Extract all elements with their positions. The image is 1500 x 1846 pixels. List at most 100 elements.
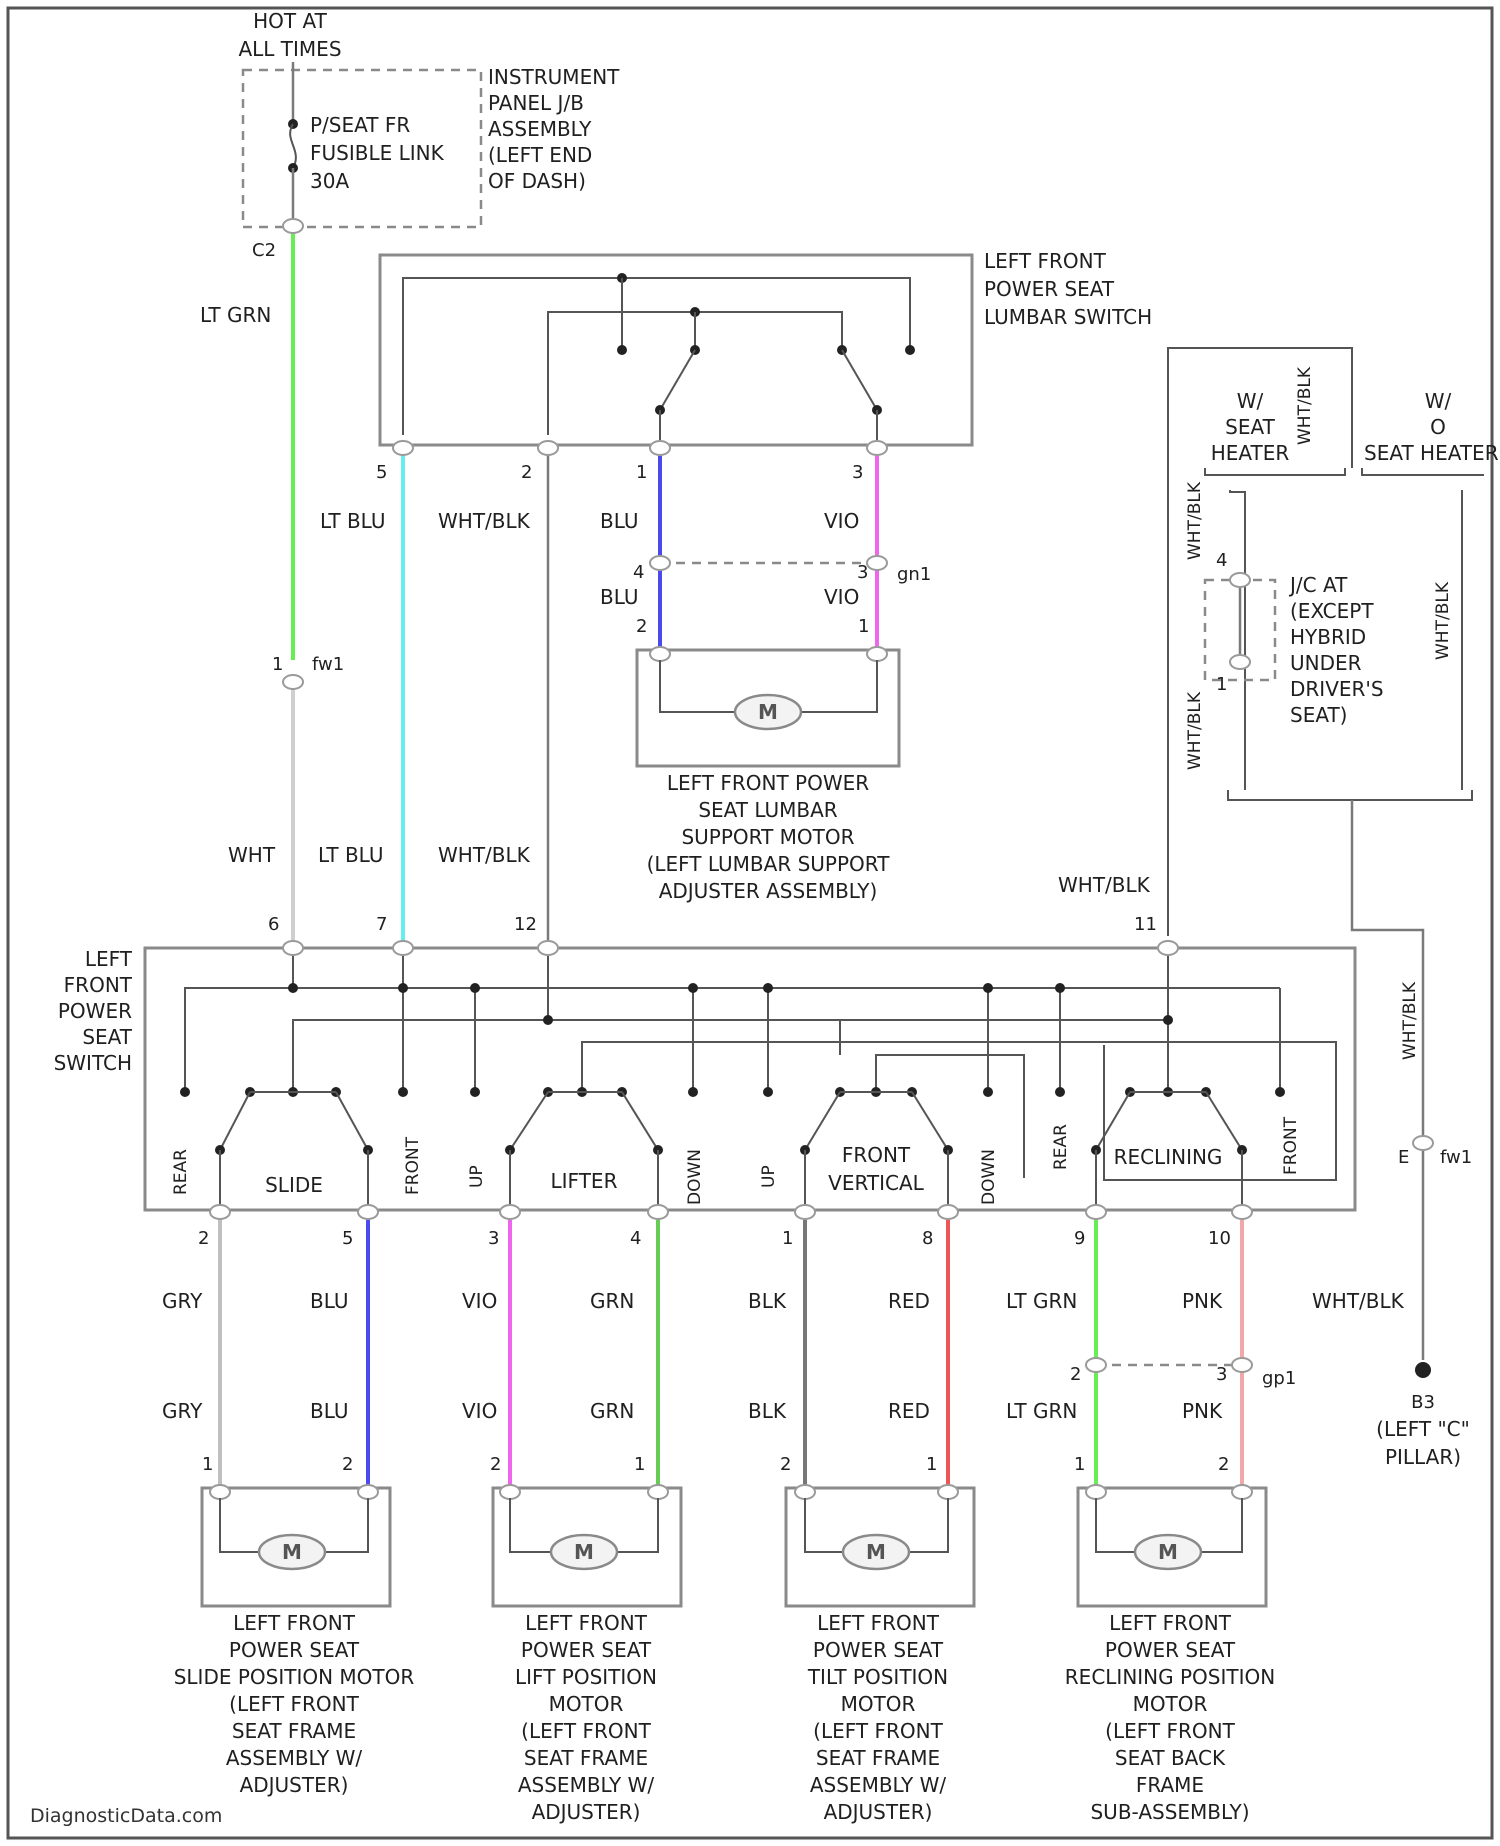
motor-lift-label-4: MOTOR xyxy=(549,1692,624,1716)
wire-label-lt-grn-recline-2: LT GRN xyxy=(1006,1399,1077,1423)
wo-heater-2: O xyxy=(1430,415,1446,439)
motor-lift-pin-a: 2 xyxy=(490,1454,501,1475)
fw1-label-top: fw1 xyxy=(312,654,344,675)
wire-label-lt-blu-top: LT BLU xyxy=(320,509,385,533)
switch-pin-4: 4 xyxy=(630,1228,641,1249)
vertical-label-2: VERTICAL xyxy=(828,1171,925,1195)
switch-pin-2: 2 xyxy=(198,1228,209,1249)
slide-front-label: FRONT xyxy=(403,1136,423,1195)
motor-reclining-label-1: LEFT FRONT xyxy=(1109,1611,1232,1635)
fuse-block: HOT AT ALL TIMES P/SEAT FR FUSIBLE LINK … xyxy=(238,9,620,261)
motor-lift-label-8: ADJUSTER) xyxy=(532,1800,641,1824)
motor-slide-label-3: SLIDE POSITION MOTOR xyxy=(174,1665,415,1689)
jc-label-6: SEAT) xyxy=(1290,703,1347,727)
motor-reclining-pin-b: 2 xyxy=(1218,1454,1229,1475)
ground-label-1: (LEFT "C" xyxy=(1376,1417,1470,1441)
motor-reclining-label-4: MOTOR xyxy=(1133,1692,1208,1716)
wire-label-gry-2: GRY xyxy=(162,1399,203,1423)
motor-tilt-label-7: ASSEMBLY W/ xyxy=(810,1773,947,1797)
wire-label-wht-blk-bottom: WHT/BLK xyxy=(438,843,531,867)
lumbar-pin-3: 3 xyxy=(852,462,863,483)
wire-label-blu-slide-2: BLU xyxy=(310,1399,349,1423)
motor-reclining-letter: M xyxy=(1158,1540,1178,1564)
seat-switch-label-1: LEFT xyxy=(85,947,133,971)
hot-label-2: ALL TIMES xyxy=(238,37,341,61)
motor-tilt-pin-b: 1 xyxy=(926,1454,937,1475)
lumbar-switch-label-1: LEFT FRONT xyxy=(984,249,1107,273)
wire-label-wht-blk-top: WHT/BLK xyxy=(438,509,531,533)
jc-pin-1: 1 xyxy=(1216,674,1227,695)
diagram-frame xyxy=(8,8,1492,1838)
motor-tilt-letter: M xyxy=(866,1540,886,1564)
wire-label-blk-tilt-1: BLK xyxy=(748,1289,787,1313)
switch-pin-5: 5 xyxy=(342,1228,353,1249)
ground-wire-label: WHT/BLK xyxy=(1312,1289,1405,1313)
seat-switch: LEFT FRONT POWER SEAT SWITCH 6 7 12 11 xyxy=(54,914,1355,1249)
gp1-label: gp1 xyxy=(1262,1368,1296,1389)
motor-reclining-label-5: (LEFT FRONT xyxy=(1105,1719,1235,1743)
lumbar-conn-pin-4: 4 xyxy=(633,562,644,583)
motor-slide-label-1: LEFT FRONT xyxy=(233,1611,356,1635)
junction-label-2: PANEL J/B xyxy=(488,91,584,115)
seat-switch-label-2: FRONT xyxy=(64,973,133,997)
wo-heater-1: W/ xyxy=(1425,389,1452,413)
lumbar-switch: LEFT FRONT POWER SEAT LUMBAR SWITCH 5 2 … xyxy=(376,249,1152,483)
wire-label-vio-1: VIO xyxy=(824,509,859,533)
wire-label-wht: WHT xyxy=(228,843,276,867)
wire-label-pnk-recline-2: PNK xyxy=(1182,1399,1223,1423)
motor-tilt-label-2: POWER SEAT xyxy=(813,1638,944,1662)
lifter-label: LIFTER xyxy=(551,1169,618,1193)
jc-wht-blk-upper: WHT/BLK xyxy=(1185,481,1205,560)
motor-lift-letter: M xyxy=(574,1540,594,1564)
lumbar-motor-letter: M xyxy=(758,700,778,724)
motor-slide-pin-b: 2 xyxy=(342,1454,353,1475)
switch-pin-10: 10 xyxy=(1208,1228,1231,1249)
motor-reclining: M 1 2 LEFT FRONT POWER SEAT RECLINING PO… xyxy=(1065,1454,1275,1824)
fuse-label-2: FUSIBLE LINK xyxy=(310,141,445,165)
ground-id: B3 xyxy=(1411,1392,1435,1413)
motor-lift-label-6: SEAT FRAME xyxy=(524,1746,648,1770)
wire-label-grn-lift-1: GRN xyxy=(590,1289,634,1313)
ground-wire-vertical-label: WHT/BLK xyxy=(1400,981,1420,1060)
jc-label-2: (EXCEPT xyxy=(1290,599,1374,623)
switch-pin-9: 9 xyxy=(1074,1228,1085,1249)
lumbar-conn-label: gn1 xyxy=(897,564,931,585)
jc-wht-blk-lower: WHT/BLK xyxy=(1185,691,1205,770)
seat-switch-label-4: SEAT xyxy=(82,1025,132,1049)
motor-slide-label-4: (LEFT FRONT xyxy=(229,1692,359,1716)
fw1-pin-right: E xyxy=(1398,1147,1409,1168)
motor-tilt-label-6: SEAT FRAME xyxy=(816,1746,940,1770)
motor-reclining-label-7: FRAME xyxy=(1136,1773,1204,1797)
junction-label-1: INSTRUMENT xyxy=(488,65,620,89)
motor-tilt-label-1: LEFT FRONT xyxy=(817,1611,940,1635)
switch-pin-3: 3 xyxy=(488,1228,499,1249)
recline-rear-label: REAR xyxy=(1051,1124,1071,1170)
hot-label-1: HOT AT xyxy=(253,9,327,33)
heater-vert-label: WHT/BLK xyxy=(1295,366,1315,445)
junction-label-5: OF DASH) xyxy=(488,169,586,193)
motor-tilt-label-8: ADJUSTER) xyxy=(824,1800,933,1824)
lumbar-motor-label-1: LEFT FRONT POWER xyxy=(667,771,869,795)
ground-label-2: PILLAR) xyxy=(1385,1445,1461,1469)
motor-slide-label-7: ADJUSTER) xyxy=(240,1773,349,1797)
lumbar-motor-pin-2: 2 xyxy=(636,616,647,637)
switch-pin-12: 12 xyxy=(514,914,537,935)
motor-lift: M 2 1 LEFT FRONT POWER SEAT LIFT POSITIO… xyxy=(490,1454,681,1824)
wire-label-blu-slide-1: BLU xyxy=(310,1289,349,1313)
motor-tilt-label-5: (LEFT FRONT xyxy=(813,1719,943,1743)
motor-reclining-label-3: RECLINING POSITION xyxy=(1065,1665,1275,1689)
wire-label-blk-tilt-2: BLK xyxy=(748,1399,787,1423)
wire-label-gry-1: GRY xyxy=(162,1289,203,1313)
ground-point xyxy=(1415,1362,1431,1378)
fuse-label-1: P/SEAT FR xyxy=(310,113,410,137)
switch-pin-7: 7 xyxy=(376,914,387,935)
jc-label-1: J/C AT xyxy=(1288,573,1348,597)
lumbar-conn-pin-3: 3 xyxy=(857,562,868,583)
lumbar-motor-label-3: SUPPORT MOTOR xyxy=(681,825,854,849)
wire-label-wht-blk-pin11: WHT/BLK xyxy=(1058,873,1151,897)
switch-pin-6: 6 xyxy=(268,914,279,935)
wire-label-red-tilt-1: RED xyxy=(888,1289,930,1313)
motor-reclining-label-6: SEAT BACK xyxy=(1115,1746,1226,1770)
wire-label-lt-grn-feed: LT GRN xyxy=(200,303,271,327)
motor-tilt-pin-a: 2 xyxy=(780,1454,791,1475)
